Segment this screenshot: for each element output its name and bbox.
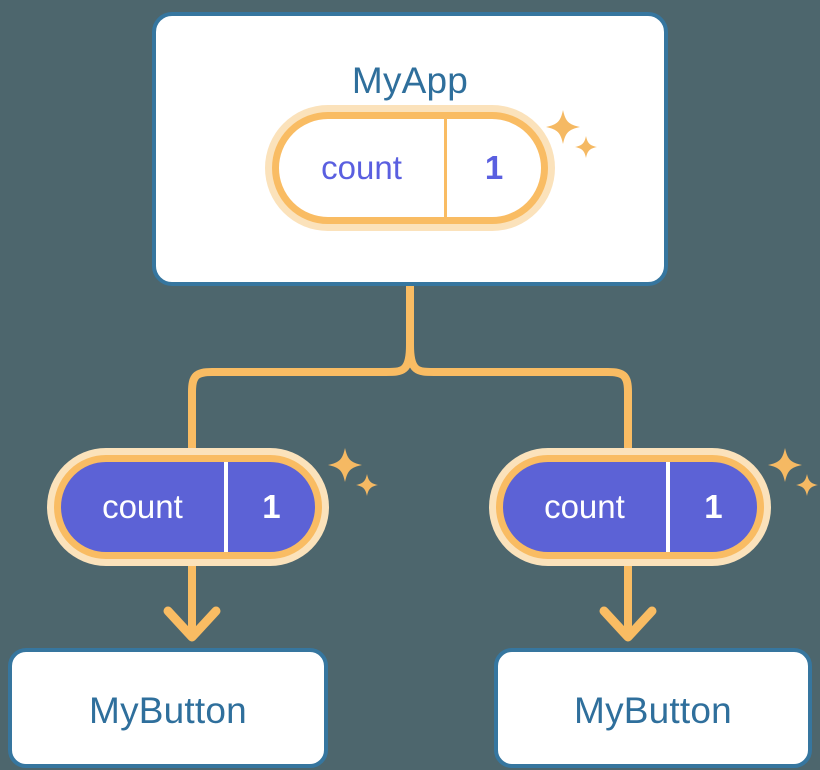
state-value-label: 1	[444, 119, 541, 217]
component-card-label: MyButton	[89, 690, 247, 731]
state-value-label: 1	[665, 462, 757, 552]
state-pill-body: count 1	[54, 455, 322, 559]
state-pill-myapp[interactable]: count 1	[272, 112, 548, 224]
component-card-mybutton-left[interactable]: MyButton	[8, 648, 328, 768]
component-card-mybutton-right[interactable]: MyButton	[494, 648, 812, 768]
sparkle-icon-glyph	[328, 448, 378, 496]
state-key-label: count	[102, 488, 183, 525]
sparkle-icon	[320, 440, 390, 515]
state-key-label: count	[544, 488, 625, 525]
state-value-label: 1	[223, 462, 315, 552]
component-card-label: MyButton	[574, 690, 732, 731]
page-title: MyApp	[351, 60, 469, 101]
state-pill-branch-right[interactable]: count 1	[496, 455, 764, 559]
state-pill-body: count 1	[272, 112, 548, 224]
state-key-label: count	[321, 149, 402, 186]
arrow-down-icon-left	[163, 606, 221, 642]
connector-branch-left	[188, 341, 414, 456]
sparkle-icon-glyph	[768, 448, 818, 496]
connector-branch-right	[406, 341, 632, 456]
arrow-down-icon-right	[599, 606, 657, 642]
state-pill-branch-left[interactable]: count 1	[54, 455, 322, 559]
state-pill-body: count 1	[496, 455, 764, 559]
sparkle-icon	[760, 440, 820, 515]
